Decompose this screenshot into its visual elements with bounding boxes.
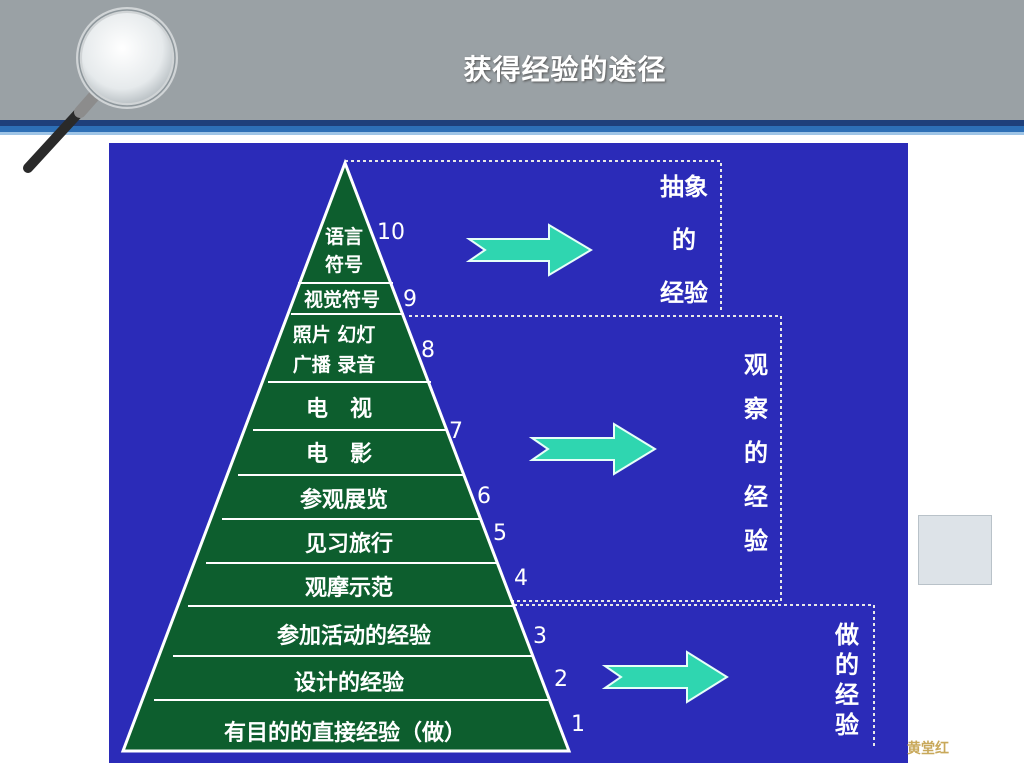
level-number-3: 3 <box>533 624 547 649</box>
arrow-observe <box>528 422 657 476</box>
group-label-doing-2: 的 <box>835 651 859 679</box>
group-label-doing-1: 做 <box>834 621 859 649</box>
level-label-8-line1: 照片 幻灯 <box>293 323 376 346</box>
group-label-abstract-3: 经验 <box>660 279 708 307</box>
level-label-10-line2: 符号 <box>325 253 363 276</box>
group-label-observe-3: 的 <box>744 439 768 467</box>
level-label-3: 参加活动的经验 <box>277 623 431 649</box>
level-label-5: 见习旅行 <box>305 531 393 557</box>
level-number-4: 4 <box>514 566 528 591</box>
group-box-observe <box>409 315 782 602</box>
level-number-2: 2 <box>554 667 568 692</box>
experience-pyramid <box>120 158 572 753</box>
level-number-10: 10 <box>377 220 405 245</box>
level-number-7: 7 <box>449 419 463 444</box>
group-label-abstract-2: 的 <box>672 226 696 254</box>
side-thumbnail-box <box>918 515 992 585</box>
slide-title: 获得经验的途径 <box>463 53 667 86</box>
header-stripe <box>0 132 1024 135</box>
group-label-observe-1: 观 <box>744 351 768 379</box>
header-stripe <box>0 120 1024 126</box>
level-label-4: 观摩示范 <box>305 575 393 601</box>
arrow-abstract <box>465 223 593 277</box>
group-label-abstract-1: 抽象 <box>660 173 708 201</box>
group-label-observe-5: 验 <box>744 527 768 555</box>
level-label-7: 电 影 <box>306 442 372 467</box>
level-number-1: 1 <box>571 712 585 737</box>
pyramid-body <box>120 158 572 753</box>
level-number-8: 8 <box>421 338 435 363</box>
group-label-doing-4: 验 <box>835 711 859 739</box>
arrow-doing <box>601 650 729 704</box>
group-box-doing <box>514 604 875 748</box>
group-label-observe-4: 经 <box>744 483 768 511</box>
magnifier-icon <box>23 7 178 173</box>
level-number-6: 6 <box>477 484 491 509</box>
level-label-6: 参观展览 <box>300 487 388 513</box>
group-label-observe-2: 察 <box>744 395 769 423</box>
level-label-9: 视觉符号 <box>304 288 380 311</box>
learning-cone-diagram: 有目的的直接经验（做） 设计的经验 参加活动的经验 观摩示范 见习旅行 参观展览… <box>109 143 908 763</box>
group-label-doing-3: 经 <box>835 681 859 709</box>
header-stripe <box>0 126 1024 132</box>
level-label-1: 有目的的直接经验（做） <box>224 720 466 746</box>
level-label-8-line2: 广播 录音 <box>293 353 376 376</box>
author-watermark: 黄堂红 <box>907 741 949 757</box>
level-label-10-line1: 语言 <box>325 225 363 248</box>
level-label-2: 设计的经验 <box>294 670 404 696</box>
level-label-tv: 电 视 <box>306 396 372 422</box>
level-number-9: 9 <box>403 287 417 312</box>
level-number-5: 5 <box>493 521 507 546</box>
